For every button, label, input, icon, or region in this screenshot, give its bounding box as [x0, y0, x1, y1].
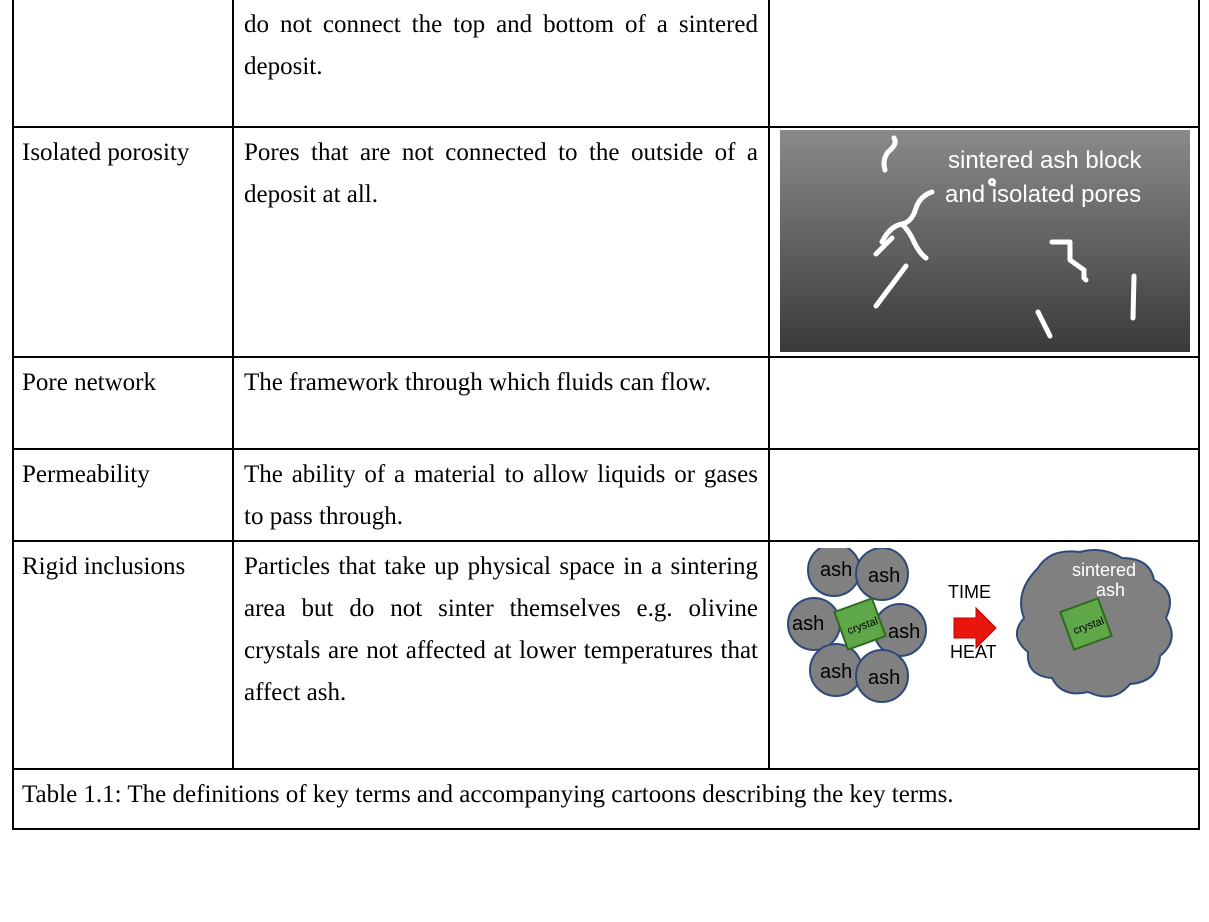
- ash-label: ash: [868, 565, 900, 587]
- figure-cell-empty: [768, 448, 1200, 542]
- pore: [1049, 239, 1089, 283]
- isolated-pores-cartoon: sintered ash block and isolated pores: [780, 130, 1190, 352]
- pore: [873, 263, 909, 309]
- key-terms-table: do not connect the top and bottom of a s…: [12, 0, 1200, 830]
- table-caption: Table 1.1: The definitions of key terms …: [12, 768, 1200, 830]
- figure-cell-rigid-inclusions: ash ash ash ash ash ash crystal TIME HEA…: [768, 540, 1200, 770]
- rigid-inclusions-cartoon: ash ash ash ash ash ash crystal TIME HEA…: [787, 548, 1173, 703]
- arrow-label-heat: HEAT: [950, 642, 997, 662]
- pore: [899, 221, 929, 261]
- term-cell: Isolated porosity: [12, 126, 234, 358]
- term-cell: Permeability: [12, 448, 234, 542]
- figure-label-line2: and isolated pores: [945, 181, 1141, 208]
- term-cell: Rigid inclusions: [12, 540, 234, 770]
- table-row: do not connect the top and bottom of a s…: [12, 0, 1200, 128]
- ash-label: ash: [820, 661, 852, 683]
- definition-cell: The ability of a material to allow liqui…: [232, 448, 770, 542]
- ash-particle: [855, 649, 909, 703]
- table-row: Pore network The framework through which…: [12, 356, 1200, 450]
- term-cell: Pore network: [12, 356, 234, 450]
- ash-particles-before: [787, 548, 927, 703]
- arrow-label-time: TIME: [948, 582, 991, 602]
- figure-cell-isolated-porosity: sintered ash block and isolated pores: [768, 126, 1200, 358]
- pore: [988, 178, 996, 186]
- table-row: Rigid inclusions Particles that take up …: [12, 540, 1200, 770]
- term-cell: [12, 0, 234, 128]
- ash-particle: [855, 548, 909, 601]
- isolated-pores: [873, 135, 1137, 339]
- ash-label: ash: [888, 621, 920, 643]
- definition-cell: Pores that are not connected to the outs…: [232, 126, 770, 358]
- pore: [1130, 273, 1137, 321]
- table-row: Permeability The ability of a material t…: [12, 448, 1200, 542]
- sintered-label-line2: ash: [1096, 580, 1125, 600]
- figure-cell-empty: [768, 356, 1200, 450]
- definition-cell: do not connect the top and bottom of a s…: [232, 0, 770, 128]
- figure-cell-empty: [768, 0, 1200, 128]
- pore: [881, 135, 898, 173]
- pore: [879, 189, 935, 245]
- crystal: [1059, 597, 1113, 651]
- pore: [873, 235, 895, 257]
- ash-label: ash: [820, 559, 852, 581]
- pore: [1035, 309, 1053, 339]
- definition-cell: The framework through which fluids can f…: [232, 356, 770, 450]
- definition-cell: Particles that take up physical space in…: [232, 540, 770, 770]
- sintered-ash-block: [780, 130, 1190, 352]
- table-row: Isolated porosity Pores that are not con…: [12, 126, 1200, 358]
- ash-label: ash: [792, 613, 824, 635]
- table-row: Table 1.1: The definitions of key terms …: [12, 768, 1200, 830]
- figure-label-line1: sintered ash block: [948, 147, 1142, 174]
- crystal: [833, 597, 887, 651]
- sintered-label-line1: sintered: [1072, 560, 1136, 580]
- right-arrow-icon: [953, 606, 997, 650]
- ash-label: ash: [868, 667, 900, 689]
